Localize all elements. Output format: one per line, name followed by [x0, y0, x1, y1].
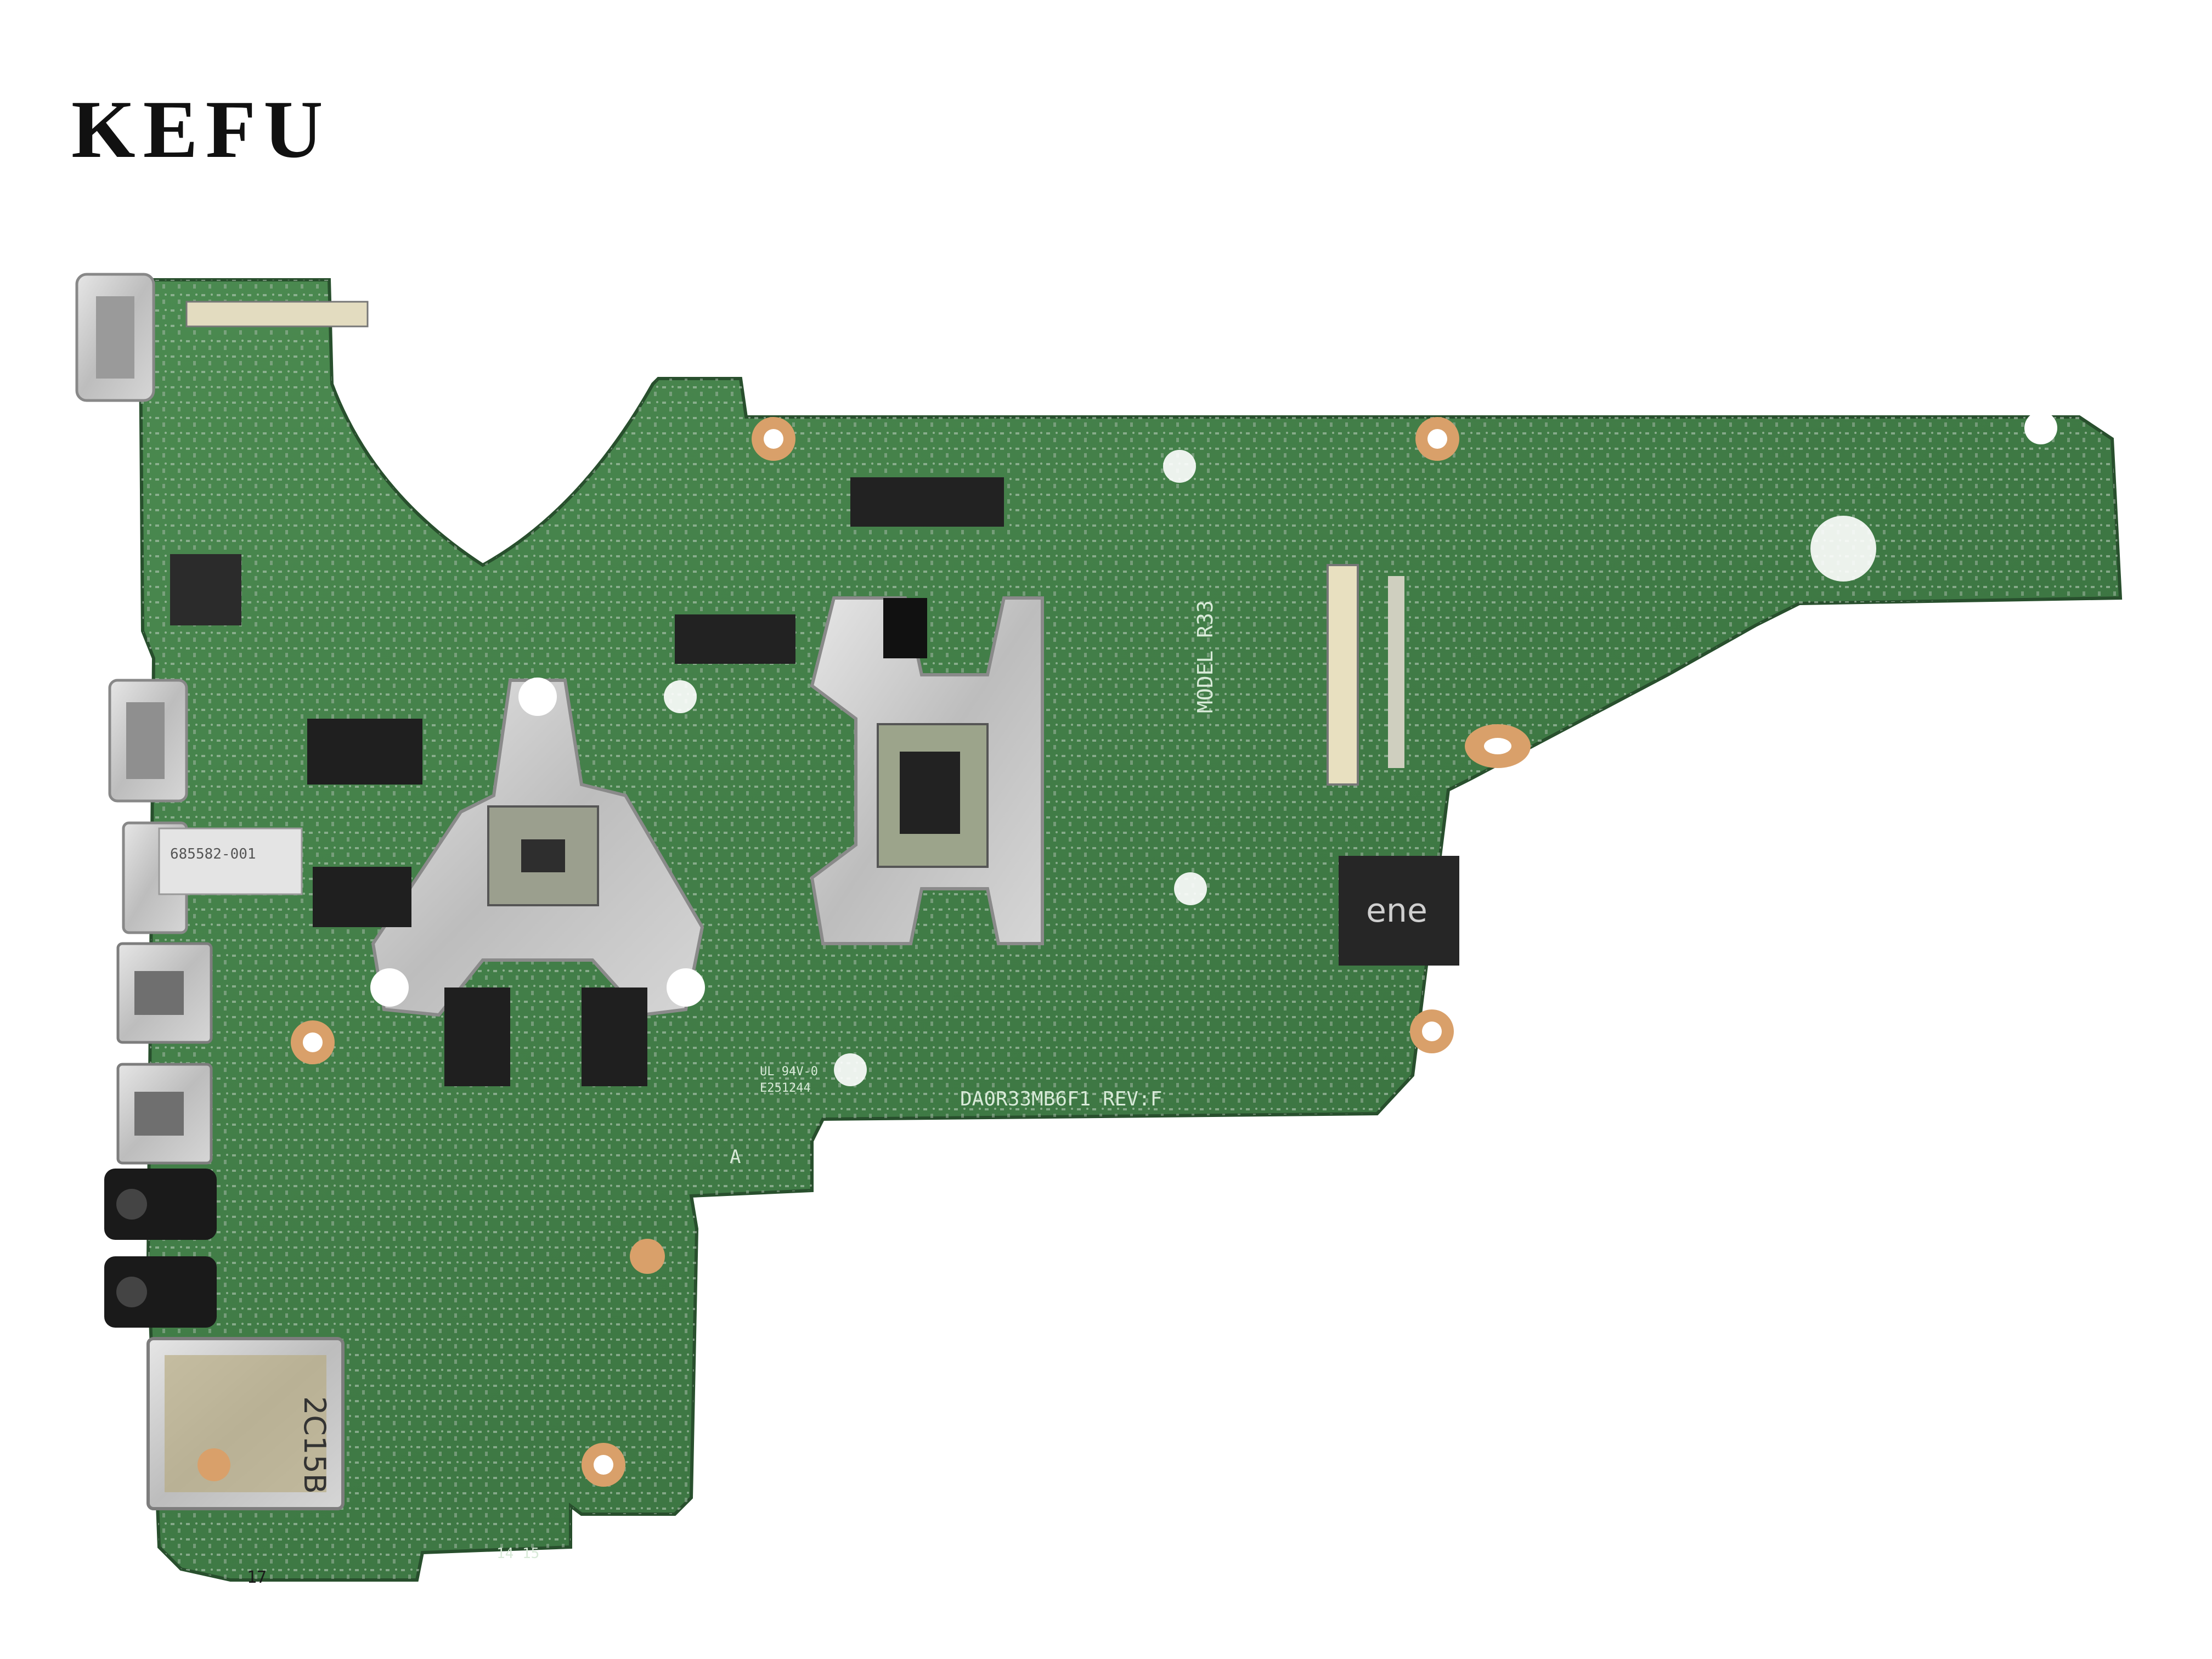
lvds-connector: [1327, 564, 1359, 786]
memory-chip-1: [307, 719, 422, 785]
mosfet-row: [850, 477, 1004, 527]
top-flex-connector: [185, 301, 369, 328]
marker-14-15: 14 15: [496, 1545, 539, 1562]
sd-slot-label: 2C15B: [297, 1396, 332, 1494]
lan-chip: [170, 554, 241, 625]
audio-jack-1: [104, 1169, 217, 1240]
marker-a: A: [730, 1146, 741, 1168]
chip-logo: ene: [1366, 891, 1427, 930]
ul-code: E251244: [760, 1081, 811, 1095]
brand-logo: KEFU: [71, 84, 331, 175]
part-sticker: [158, 827, 303, 895]
memory-chip-4: [582, 988, 647, 1086]
audio-jack-2: [104, 1256, 217, 1328]
model-label: MODEL R33: [1193, 600, 1217, 713]
memory-chip-3: [444, 988, 510, 1086]
marker-17: 17: [247, 1568, 267, 1587]
memory-chip-2: [313, 867, 411, 927]
ul-label: UL 94V-0: [760, 1065, 818, 1079]
sticker-code: 685582-001: [170, 846, 256, 862]
ec-chip: [1339, 856, 1459, 966]
part-number-label: DA0R33MB6F1 REV:F: [960, 1088, 1162, 1110]
